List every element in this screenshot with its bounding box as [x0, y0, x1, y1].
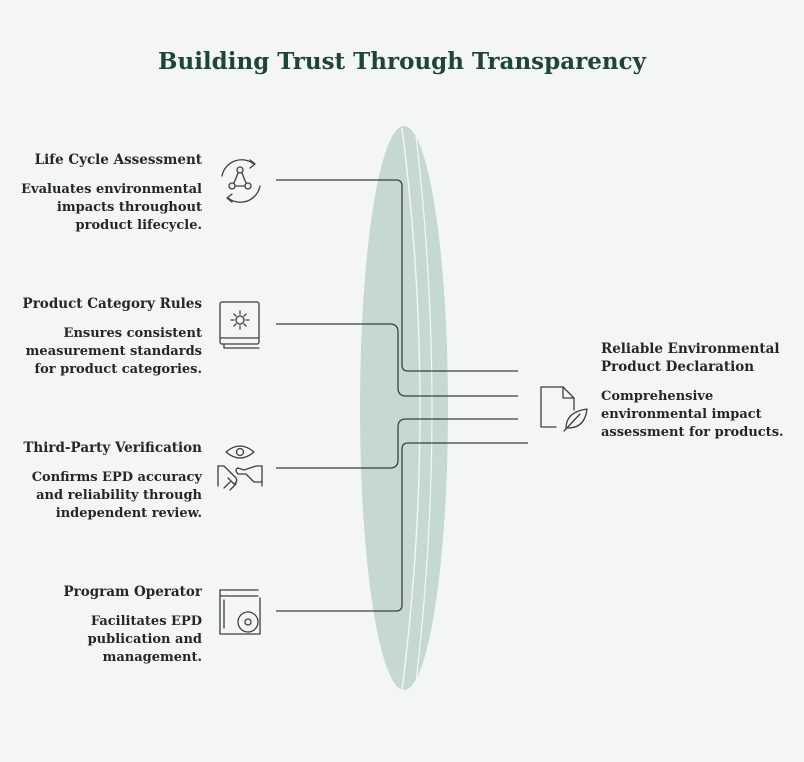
book-disc-icon	[219, 589, 261, 635]
input-program-operator: Program Operator Facilitates EPD publica…	[12, 583, 202, 667]
output-heading: Reliable Environmental Product Declarati…	[601, 341, 780, 375]
page-title: Building Trust Through Transparency	[158, 48, 646, 75]
connectors	[276, 179, 528, 612]
eye-handshake-icon	[217, 445, 263, 491]
rulebook-gear-icon	[219, 301, 260, 349]
connector-verification	[276, 418, 518, 469]
document-leaf-icon	[540, 386, 588, 432]
output-description: Comprehensive environmental impact asses…	[601, 389, 784, 440]
connector-product-category	[276, 323, 518, 397]
input-heading: Third-Party Verification	[23, 440, 202, 456]
input-life-cycle-assessment: Life Cycle Assessment Evaluates environm…	[12, 151, 202, 235]
input-product-category-rules: Product Category Rules Ensures consisten…	[12, 295, 202, 379]
lens	[360, 126, 448, 691]
output-reliable-epd: Reliable Environmental Product Declarati…	[601, 340, 791, 442]
connector-life-cycle	[276, 179, 518, 372]
input-heading: Program Operator	[63, 584, 202, 600]
input-description: Ensures consistent measurement standards…	[25, 326, 202, 377]
input-description: Facilitates EPD publication and manageme…	[87, 614, 202, 665]
input-third-party-verification: Third-Party Verification Confirms EPD ac…	[12, 439, 202, 523]
connector-program-operator	[276, 442, 528, 612]
input-description: Confirms EPD accuracy and reliability th…	[31, 470, 202, 521]
cycle-icon	[221, 159, 261, 203]
input-heading: Life Cycle Assessment	[34, 152, 202, 168]
input-heading: Product Category Rules	[22, 296, 202, 312]
input-description: Evaluates environmental impacts througho…	[21, 182, 202, 233]
